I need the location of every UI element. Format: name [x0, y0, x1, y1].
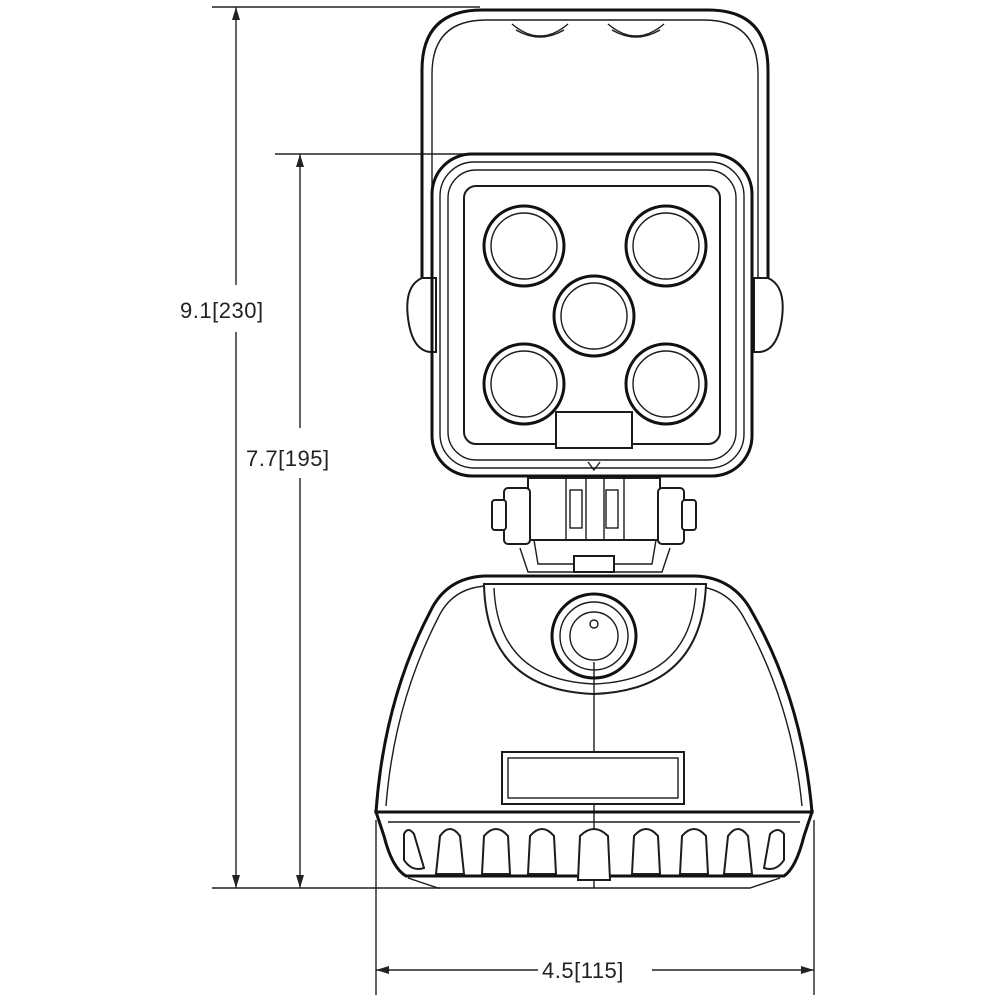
svg-text:7.7[195]: 7.7[195]: [246, 446, 330, 471]
svg-text:9.1[230]: 9.1[230]: [180, 298, 264, 323]
led-4: [482, 342, 566, 426]
base-width-metric: 115: [581, 958, 618, 983]
dimension-base-width: 4.5[115]: [212, 820, 815, 995]
led-1: [482, 204, 566, 288]
base-ribs: [373, 810, 815, 889]
overall-height-bracket-close: ]: [257, 298, 264, 323]
power-switch: [550, 592, 638, 680]
dimension-overall-height: 9.1[230]: [180, 6, 480, 888]
head-height-metric: 195: [285, 446, 323, 471]
label-plate: [501, 751, 685, 805]
overall-height-metric: 230: [219, 298, 257, 323]
overall-height-value: 9.1: [180, 298, 212, 323]
dimension-head-height: 7.7[195]: [246, 153, 470, 888]
svg-text:4.5[115]: 4.5[115]: [542, 958, 624, 983]
carry-handle: [406, 8, 784, 353]
base-width-value: 4.5: [542, 958, 574, 983]
head-height-value: 7.7: [246, 446, 278, 471]
swivel-bracket: [491, 477, 697, 573]
led-2: [624, 204, 708, 288]
led-5: [624, 342, 708, 426]
head-label-tab: [555, 411, 633, 472]
magnetic-base: [374, 574, 814, 888]
overall-height-bracket-open: [: [212, 298, 219, 323]
led-3: [552, 274, 636, 358]
